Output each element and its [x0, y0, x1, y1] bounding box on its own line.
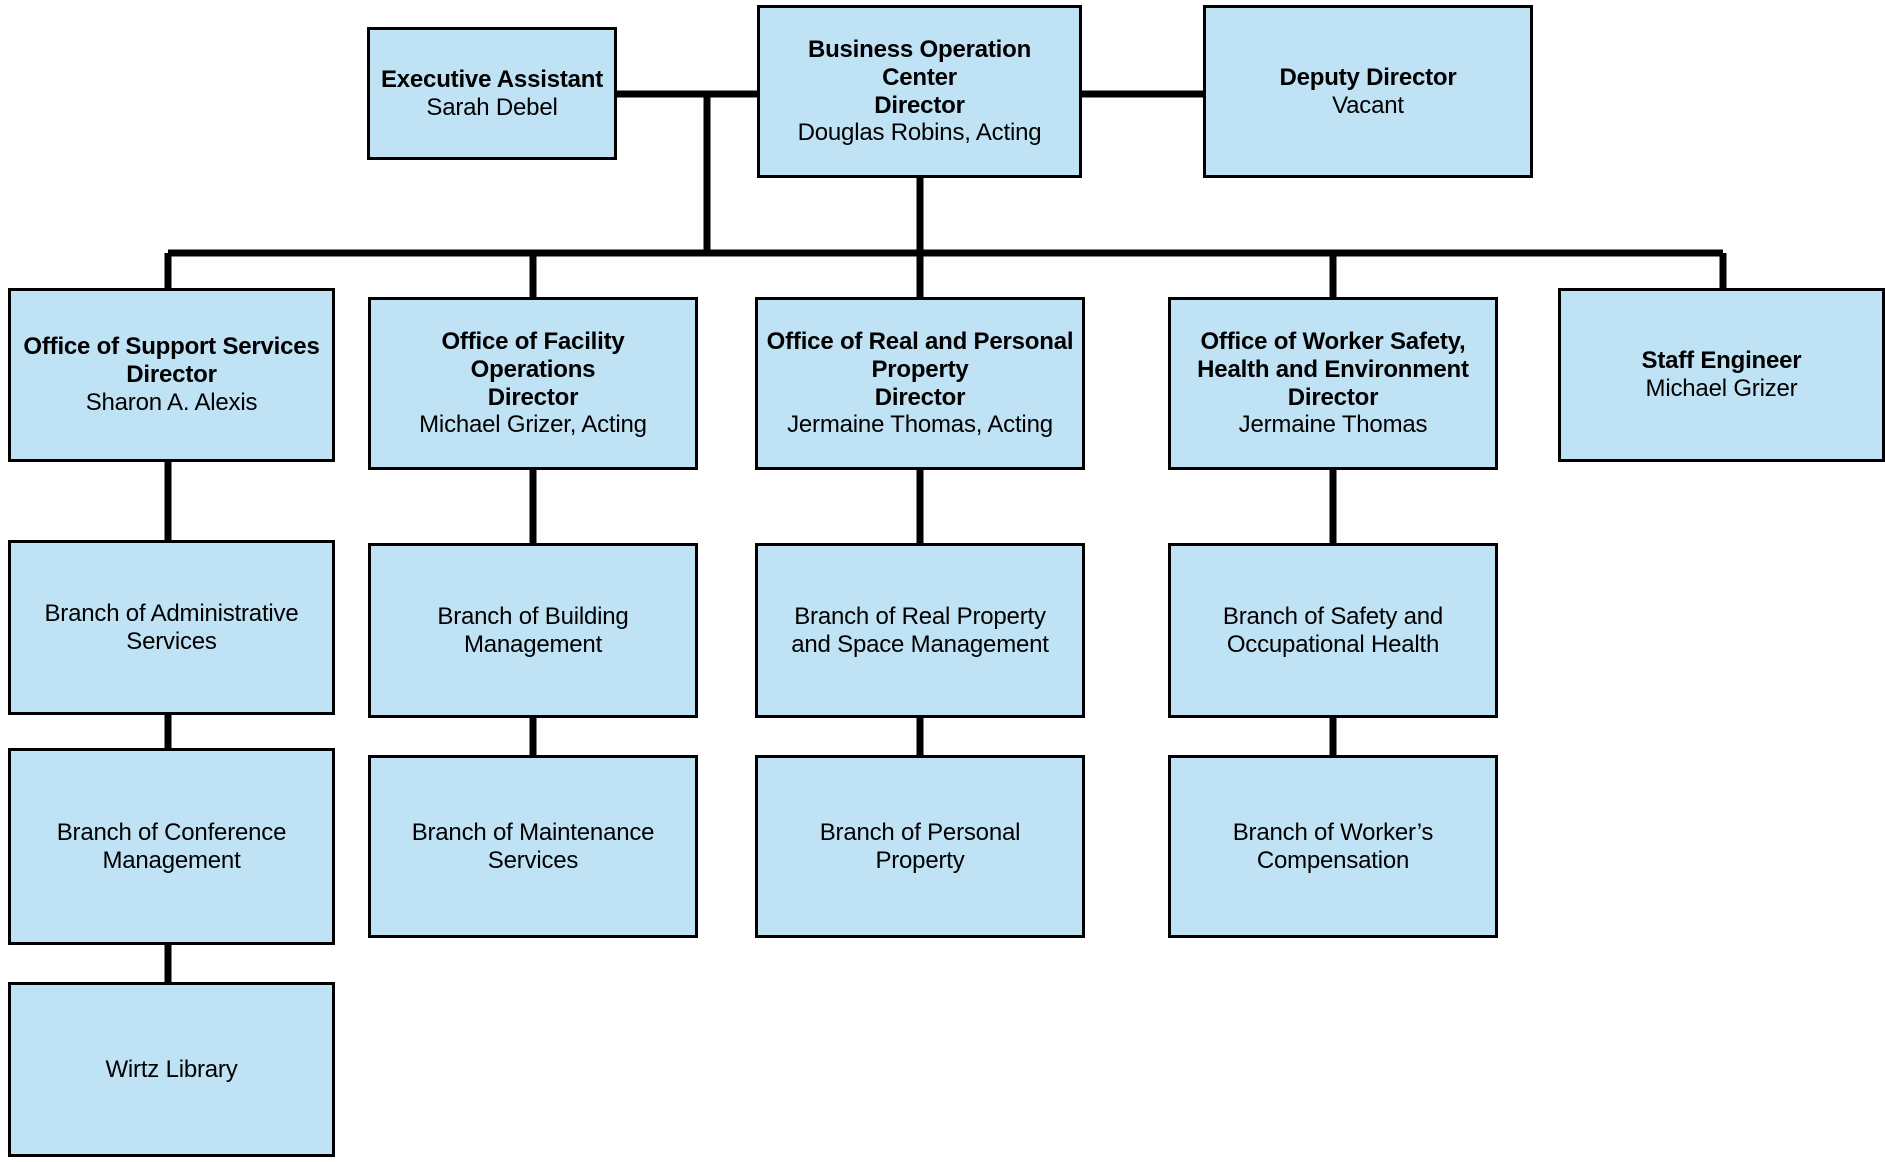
node-label-line1: Branch of Safety and: [1222, 602, 1444, 630]
node-subtitle: Jermaine Thomas, Acting: [787, 411, 1053, 439]
node-office-of-support-services[interactable]: Office of Support Services Director Shar…: [8, 288, 335, 462]
node-wirtz-library[interactable]: Wirtz Library: [8, 982, 335, 1157]
node-branch-of-maintenance-services[interactable]: Branch of Maintenance Services: [368, 755, 698, 938]
node-title-line3: Director: [874, 383, 966, 411]
node-label-line2: Property: [875, 846, 965, 874]
node-title-line1: Office of Real and Personal: [766, 327, 1074, 355]
node-title-line1: Office of Support Services: [23, 333, 320, 361]
node-office-of-real-and-personal-property[interactable]: Office of Real and Personal Property Dir…: [755, 297, 1085, 470]
node-label-line1: Branch of Building: [437, 602, 629, 630]
node-branch-of-building-management[interactable]: Branch of Building Management: [368, 543, 698, 718]
node-title-line2: Director: [487, 383, 579, 411]
node-subtitle: Douglas Robins, Acting: [797, 119, 1042, 147]
node-title: Executive Assistant: [380, 65, 604, 93]
node-office-of-facility-operations[interactable]: Office of Facility Operations Director M…: [368, 297, 698, 470]
node-title-line2: Health and Environment: [1197, 355, 1469, 383]
node-branch-of-workers-compensation[interactable]: Branch of Worker’s Compensation: [1168, 755, 1498, 938]
node-label-line2: and Space Management: [791, 630, 1049, 658]
node-title: Staff Engineer: [1641, 347, 1802, 375]
node-label-line1: Branch of Conference: [56, 818, 287, 846]
node-branch-of-conference-management[interactable]: Branch of Conference Management: [8, 748, 335, 945]
node-subtitle: Sharon A. Alexis: [85, 388, 258, 416]
node-label-line2: Services: [487, 846, 579, 874]
node-label-line1: Branch of Maintenance: [411, 818, 655, 846]
node-subtitle: Michael Grizer, Acting: [419, 411, 647, 439]
node-title-line2: Director: [126, 361, 217, 389]
node-title-line2: Director: [874, 91, 965, 119]
node-title-line1: Business Operation Center: [807, 35, 1032, 91]
node-label-line2: Occupational Health: [1226, 630, 1440, 658]
node-label-line1: Branch of Administrative: [44, 599, 299, 627]
node-label-line2: Management: [463, 630, 603, 658]
node-subtitle: Michael Grizer: [1645, 375, 1798, 402]
node-title-line3: Director: [1287, 383, 1379, 411]
node-branch-of-administrative-services[interactable]: Branch of Administrative Services: [8, 540, 335, 715]
node-title-line2: Property: [871, 355, 969, 383]
node-subtitle: Vacant: [1332, 91, 1404, 119]
node-label-line1: Branch of Real Property: [794, 602, 1046, 630]
node-label-line2: Services: [126, 627, 217, 655]
node-subtitle: Sarah Debel: [426, 93, 558, 121]
node-title-line1: Office of Worker Safety,: [1200, 327, 1466, 355]
node-executive-assistant[interactable]: Executive Assistant Sarah Debel: [367, 27, 617, 160]
node-branch-of-safety-and-occupational-health[interactable]: Branch of Safety and Occupational Health: [1168, 543, 1498, 718]
node-label-line2: Compensation: [1256, 846, 1410, 874]
node-branch-of-real-property-and-space-management[interactable]: Branch of Real Property and Space Manage…: [755, 543, 1085, 718]
node-label-line2: Management: [102, 846, 241, 874]
node-title-line1: Office of Facility Operations: [441, 327, 625, 383]
node-deputy-director[interactable]: Deputy Director Vacant: [1203, 5, 1533, 178]
node-branch-of-personal-property[interactable]: Branch of Personal Property: [755, 755, 1085, 938]
node-label-line1: Branch of Personal: [819, 818, 1021, 846]
node-office-of-worker-safety[interactable]: Office of Worker Safety, Health and Envi…: [1168, 297, 1498, 470]
node-business-operation-center[interactable]: Business Operation Center Director Dougl…: [757, 5, 1082, 178]
node-title: Deputy Director: [1279, 63, 1457, 91]
node-subtitle: Jermaine Thomas: [1238, 411, 1428, 439]
node-label-line1: Wirtz Library: [105, 1055, 238, 1083]
node-label-line1: Branch of Worker’s: [1232, 818, 1434, 846]
node-staff-engineer[interactable]: Staff Engineer Michael Grizer: [1558, 288, 1885, 462]
